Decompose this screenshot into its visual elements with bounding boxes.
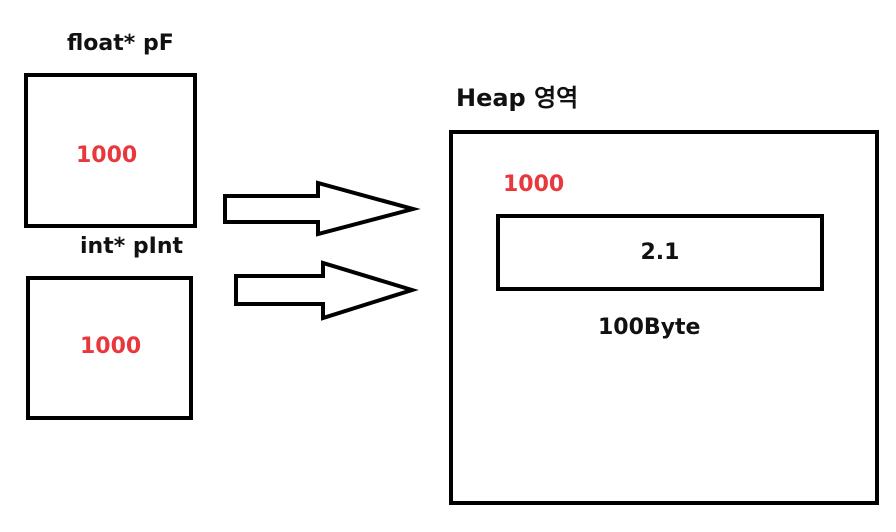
pointer-pint-label: int* pInt xyxy=(80,234,183,259)
heap-block-size: 100Byte xyxy=(598,315,701,340)
pointer-pf-box xyxy=(24,73,197,228)
heap-region-box xyxy=(449,130,879,505)
pointer-pf-value: 1000 xyxy=(76,143,138,168)
heap-block-value: 2.1 xyxy=(640,239,680,265)
pointer-pf-label: float* pF xyxy=(67,31,174,56)
pointer-pint-value: 1000 xyxy=(80,334,142,359)
pointer-pint-box xyxy=(26,276,193,420)
heap-title: Heap 영역 xyxy=(456,84,579,112)
heap-address: 1000 xyxy=(503,172,565,197)
heap-block-box: 2.1 xyxy=(496,214,824,291)
